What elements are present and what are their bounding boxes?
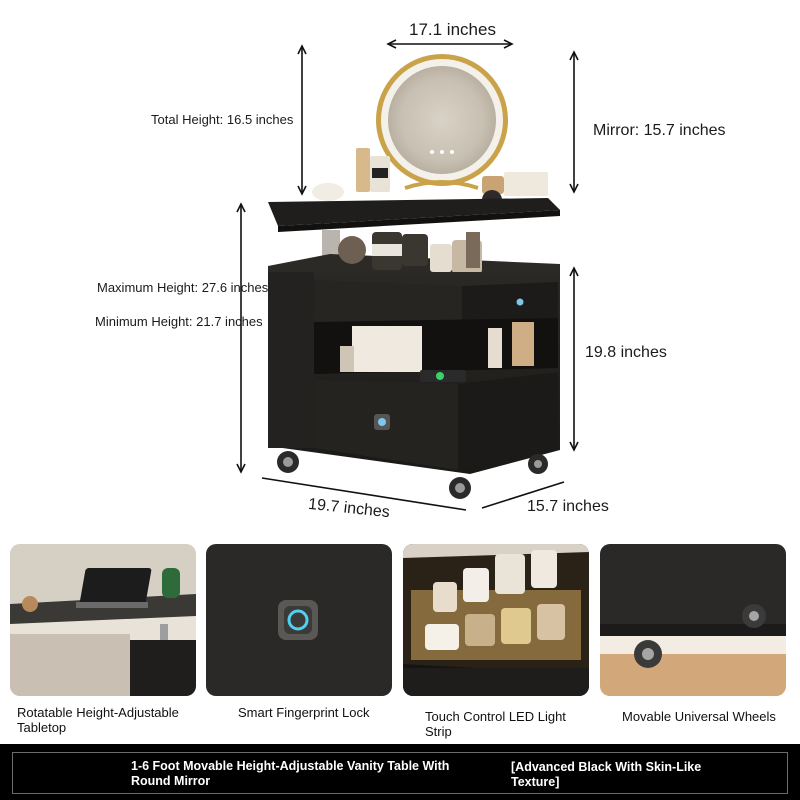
product-title-frame — [12, 752, 788, 794]
caster-wheel-photo — [600, 544, 786, 696]
vanity-table-illustration — [236, 39, 579, 511]
caster-wheels — [277, 451, 548, 499]
total-height-label: Total Height: 16.5 inches — [151, 112, 294, 127]
product-title-bar: 1-6 Foot Movable Height-Adjustable Vanit… — [0, 744, 800, 800]
fingerprint-lock-photo — [206, 544, 392, 696]
round-mirror — [376, 54, 508, 190]
product-title: 1-6 Foot Movable Height-Adjustable Vanit… — [131, 759, 450, 788]
cosmetics-display — [338, 232, 482, 274]
dimension-lines — [236, 39, 579, 511]
minimum-height-label: Minimum Height: 21.7 inches — [95, 314, 263, 329]
cabinet-height-label: 19.8 inches — [585, 344, 667, 361]
feature-caption-tabletop: Rotatable Height-Adjustable Tabletop — [17, 705, 179, 735]
maximum-height-label: Maximum Height: 27.6 inches — [97, 280, 269, 295]
product-variant: [Advanced Black With Skin-Like Texture] — [511, 760, 702, 789]
mirror-height-label: Mirror: 15.7 inches — [593, 122, 726, 139]
tabletop — [268, 198, 560, 226]
feature-caption-led: Touch Control LED Light Strip — [425, 709, 566, 739]
led-drawer-photo — [403, 544, 589, 696]
mirror-width-label: 17.1 inches — [409, 20, 496, 39]
feature-caption-wheels: Movable Universal Wheels — [622, 709, 776, 724]
depth-label: 15.7 inches — [527, 498, 609, 515]
feature-caption-fingerprint: Smart Fingerprint Lock — [238, 705, 370, 720]
laptop-table-photo — [10, 544, 196, 696]
